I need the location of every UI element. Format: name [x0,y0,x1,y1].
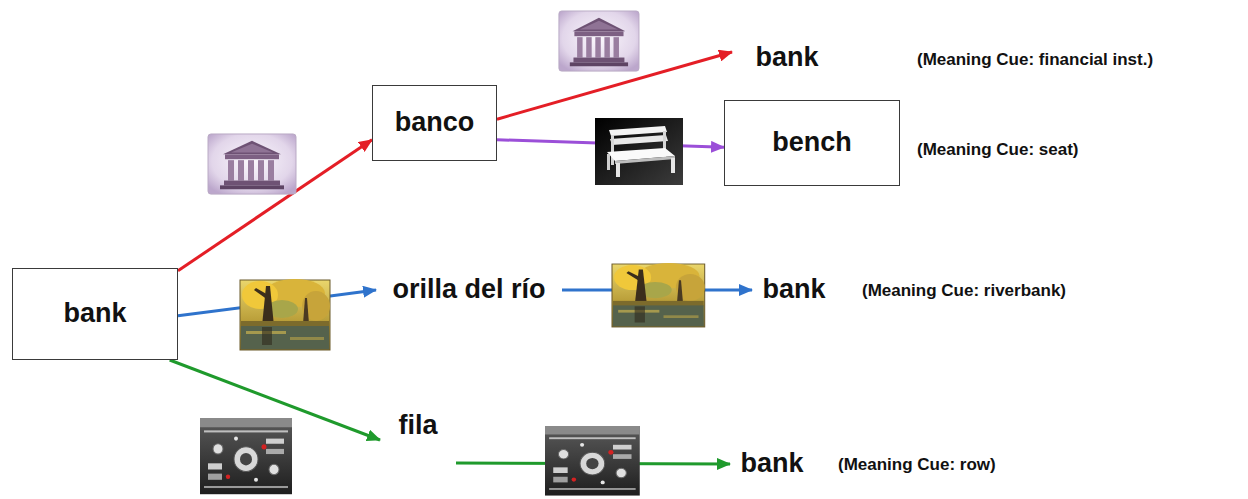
word-text: orilla del río [392,274,545,305]
word-text: bench [772,127,852,158]
word-text: bank [755,42,818,73]
meaning-cue: (Meaning Cue: riverbank) [862,281,1066,301]
word-box: bank [12,268,178,360]
meaning-cue: (Meaning Cue: row) [838,455,996,475]
word-node: fila [380,408,456,472]
word-node: bank [752,270,836,310]
word-box: bench [724,100,900,186]
word-text: banco [395,107,475,138]
word-node: bank [732,38,842,78]
word-text: bank [63,298,126,329]
word-text: bank [762,274,825,305]
bank-building-icon [559,11,639,71]
riverbank-photo [612,263,705,327]
control-panel-photo [200,418,292,494]
riverbank-photo [240,279,330,350]
word-node: bank [730,444,814,484]
bench-photo [595,118,683,185]
word-node: orilla del río [376,270,562,310]
meaning-cue: (Meaning Cue: financial inst.) [917,50,1153,70]
word-text: bank [740,448,803,479]
meaning-cue: (Meaning Cue: seat) [917,140,1079,160]
bank-building-icon [208,134,296,194]
word-text: fila [398,410,437,441]
control-panel-photo [545,426,640,496]
word-box: banco [372,85,497,161]
